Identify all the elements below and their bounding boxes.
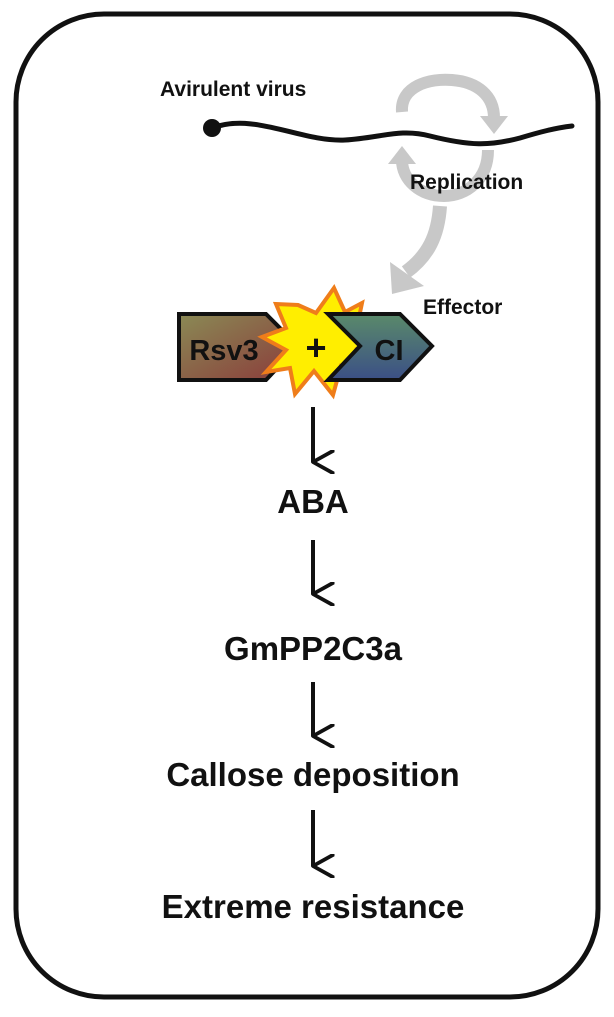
replication-cycle-icon	[396, 73, 500, 203]
pathway-step-gmpp2c3a: GmPP2C3a	[224, 630, 403, 667]
virus-5prime-cap	[203, 119, 221, 137]
replication-arrowhead-right	[480, 116, 508, 134]
interaction-plus-label: +	[305, 327, 326, 368]
cell-boundary	[13, 11, 601, 1000]
effector-arrow-shaft	[401, 205, 447, 278]
ci-protein-shape	[323, 312, 435, 382]
replication-label: Replication	[410, 171, 523, 194]
ci-label: CI	[375, 335, 404, 367]
pathway-step-aba: ABA	[277, 483, 349, 520]
virus-genome	[203, 119, 575, 147]
pathway-step-callose-deposition: Callose deposition	[166, 756, 459, 793]
virus-strand	[209, 120, 575, 147]
pathway-step-extreme-resistance: Extreme resistance	[162, 888, 465, 925]
effector-label: Effector	[423, 296, 502, 319]
rsv3-label: Rsv3	[189, 335, 258, 367]
effector-arrowhead	[390, 262, 424, 294]
virus-label: Avirulent virus	[160, 78, 306, 101]
replication-arrowhead-left	[388, 146, 416, 164]
